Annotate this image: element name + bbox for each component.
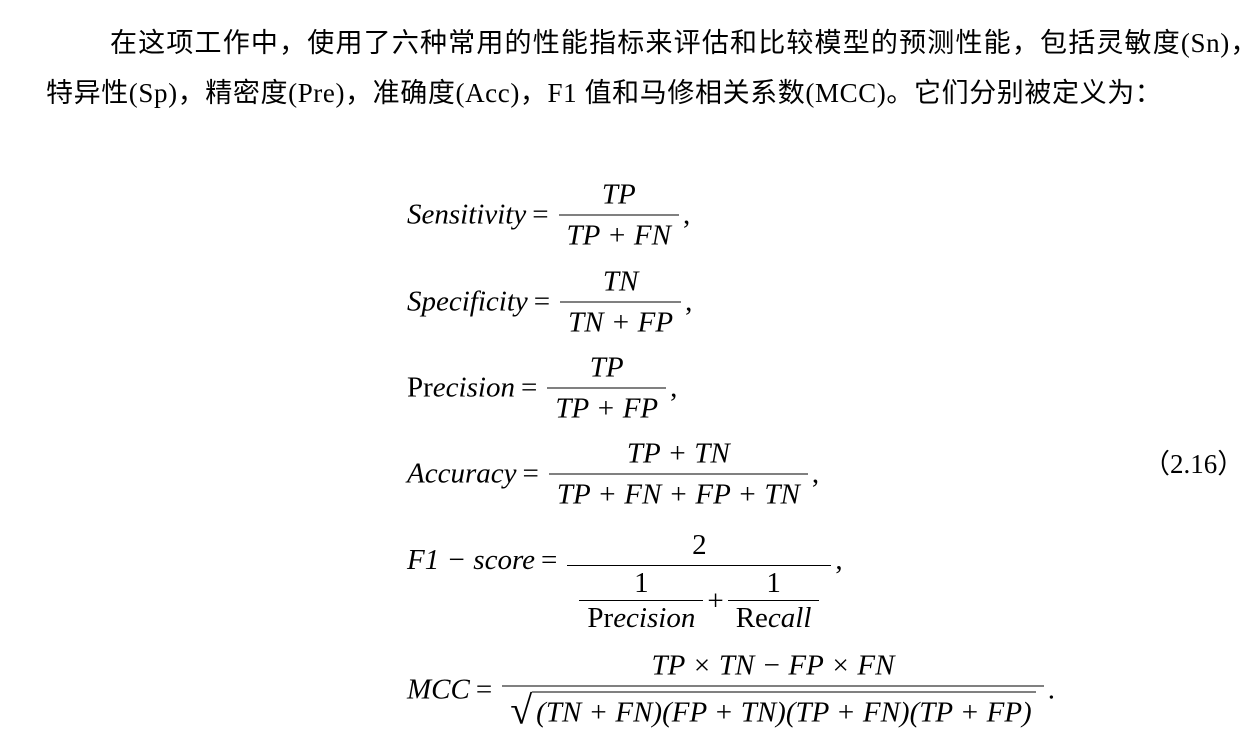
label-roman: Pr xyxy=(407,371,433,404)
eq-label: Specificity xyxy=(407,285,528,318)
punct: , xyxy=(811,457,820,490)
equals-sign: = xyxy=(520,371,538,404)
punct: , xyxy=(685,285,693,318)
equals-sign: = xyxy=(533,285,551,318)
numerator: 1 xyxy=(634,567,649,599)
equation-sensitivity: Sensitivity = TP TP + FN , xyxy=(407,177,690,254)
inner-fraction-recall: 1 Recall xyxy=(727,567,820,634)
denominator: 1 Precision + 1 Recall xyxy=(567,565,832,634)
punct: , xyxy=(835,543,843,576)
numerator: TP xyxy=(589,351,624,384)
equals-sign: = xyxy=(541,543,558,576)
fraction: TP × TN − FP × FN √ (TN + FN)(FP + TN)(T… xyxy=(502,648,1044,733)
fraction: TP + TN TP + FN + FP + TN xyxy=(548,436,808,513)
eq-label: MCC xyxy=(407,673,470,706)
eq-label: F1 − score xyxy=(407,543,536,576)
denominator: Recall xyxy=(727,600,820,634)
equals-sign: = xyxy=(532,198,549,231)
numerator: TP × TN − FP × FN xyxy=(651,649,895,682)
intro-paragraph: 在这项工作中，使用了六种常用的性能指标来评估和比较模型的预测性能，包括灵敏度(S… xyxy=(46,28,1258,108)
numerator: TP + TN xyxy=(626,437,730,470)
equation-accuracy: Accuracy = TP + TN TP + FN + FP + TN , xyxy=(407,436,819,513)
radicand: (TN + FN)(FP + TN)(TP + FN)(TP + FP) xyxy=(532,691,1036,731)
eq-label: Accuracy xyxy=(407,457,517,490)
equation-f1: F1 − score = 2 1 Precision + 1 Recall , xyxy=(407,527,843,633)
eq-label: Precision xyxy=(407,372,515,405)
numerator: 2 xyxy=(692,529,707,561)
fraction: TP TP + FN xyxy=(558,177,679,254)
denominator: TN + FP xyxy=(560,301,682,341)
fraction: TP TP + FP xyxy=(547,350,667,427)
radical-icon: √ xyxy=(510,687,533,733)
square-root: √ (TN + FN)(FP + TN)(TP + FN)(TP + FP) xyxy=(510,687,1036,733)
equation-precision: Precision = TP TP + FP , xyxy=(407,350,677,427)
denominator: TP + FN + FP + TN xyxy=(548,473,808,513)
den-roman: Pr xyxy=(587,602,614,634)
inner-fraction-precision: 1 Precision xyxy=(579,567,704,634)
denominator: TP + FP xyxy=(547,387,667,427)
denominator: √ (TN + FN)(FP + TN)(TP + FN)(TP + FP) xyxy=(502,685,1044,733)
numerator: 1 xyxy=(766,567,781,599)
den-italic: call xyxy=(767,602,812,634)
numerator: TP xyxy=(601,178,636,211)
fraction: TN TN + FP xyxy=(560,264,682,341)
equals-sign: = xyxy=(522,457,539,490)
equation-number: （2.16） xyxy=(1143,449,1245,479)
punct: . xyxy=(1047,673,1055,706)
numerator: TN xyxy=(602,265,639,298)
fraction: 2 1 Precision + 1 Recall xyxy=(567,527,832,634)
equation-specificity: Specificity = TN TN + FP , xyxy=(407,264,692,341)
eq-label: Sensitivity xyxy=(407,198,527,231)
den-roman: Re xyxy=(735,602,768,634)
den-italic: ecision xyxy=(613,602,696,634)
punct: , xyxy=(670,371,678,404)
denominator: TP + FN xyxy=(558,214,679,254)
equals-sign: = xyxy=(475,673,493,706)
equation-mcc: MCC = TP × TN − FP × FN √ (TN + FN)(FP +… xyxy=(407,648,1055,733)
punct: , xyxy=(683,198,691,231)
plus-sign: + xyxy=(707,584,724,617)
denominator: Precision xyxy=(579,600,704,634)
label-italic: ecision xyxy=(432,371,515,404)
